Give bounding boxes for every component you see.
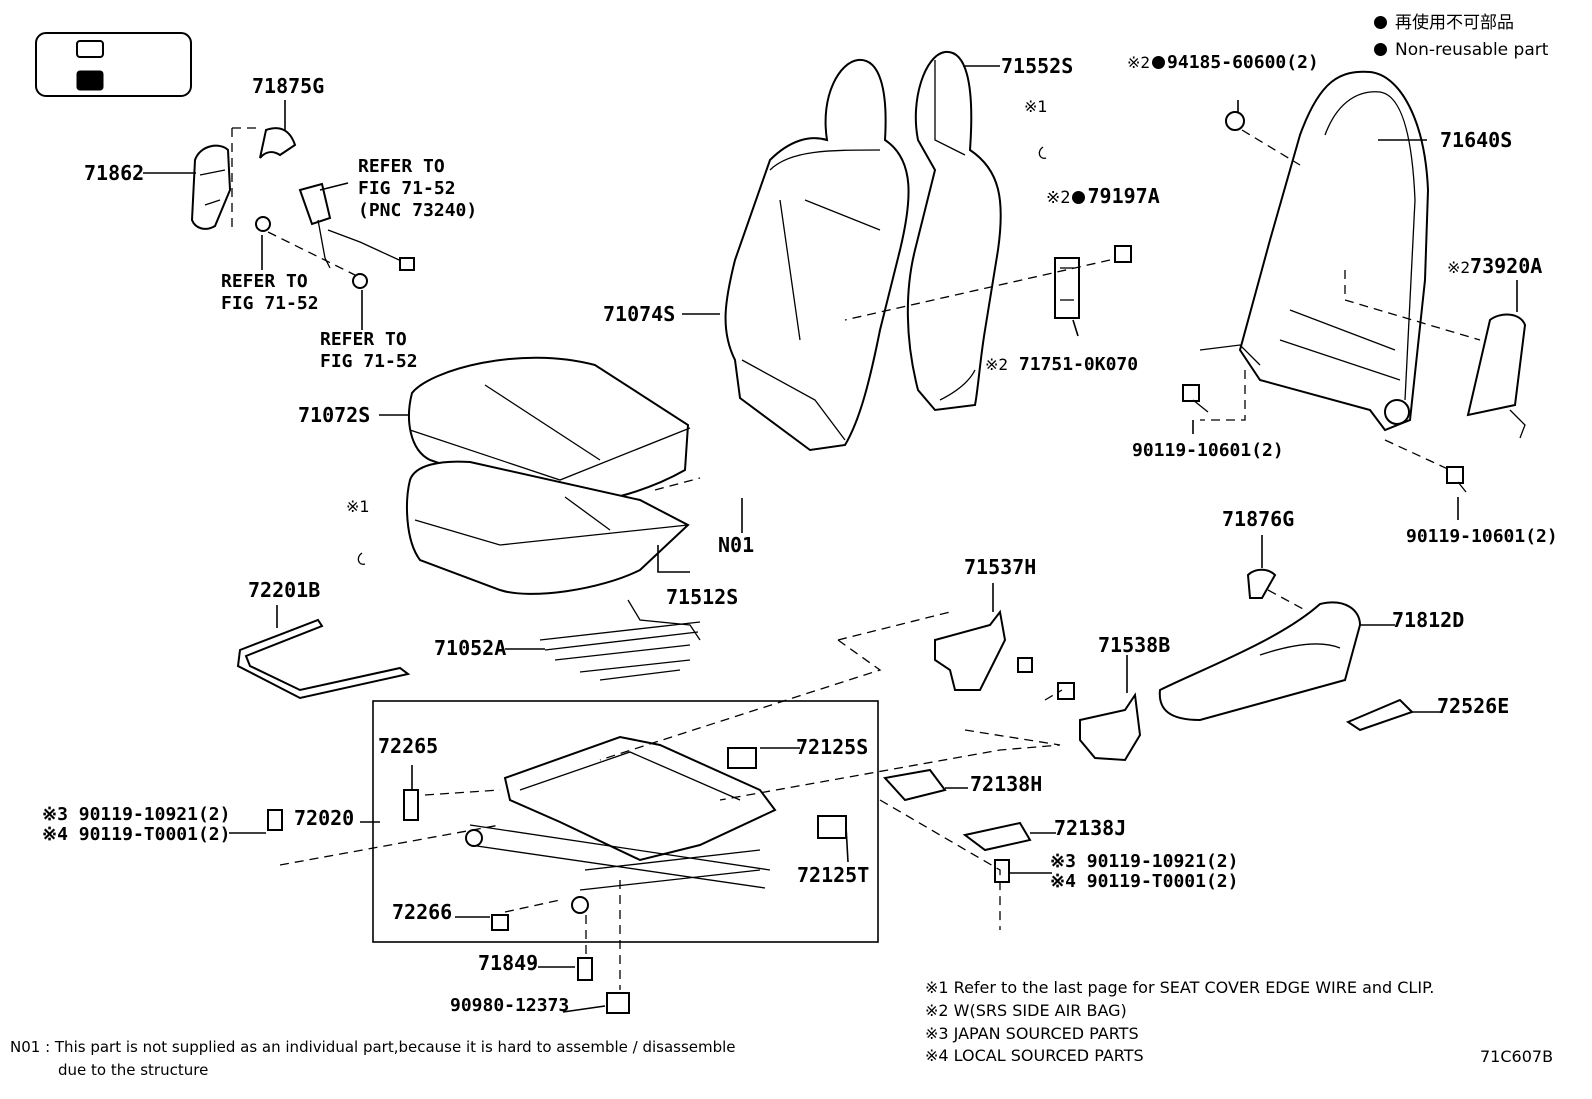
connector-icon — [817, 815, 847, 839]
part-label-72125T[interactable]: 72125T — [797, 863, 870, 887]
cover-clip-icon — [1246, 568, 1277, 599]
part-label-71876G[interactable]: 71876G — [1222, 507, 1295, 531]
refer-label: REFER TO — [221, 271, 308, 292]
part-label-72201B[interactable]: 72201B — [248, 578, 321, 602]
bolt-icon — [1182, 384, 1209, 413]
bracket-icon — [934, 609, 1033, 691]
bolt-icon — [577, 957, 593, 981]
cushion-pad-icon — [406, 460, 690, 595]
non-reusable-dot-icon — [1374, 16, 1387, 29]
refer-label: REFER TO — [320, 329, 407, 350]
seat-back-frame-icon — [1199, 70, 1430, 432]
non-reusable-dot-icon — [1152, 56, 1166, 69]
side-airbag-icon — [1466, 313, 1527, 439]
refer-label: REFER TO — [358, 156, 445, 177]
part-label-90980-12373[interactable]: 90980-12373 — [450, 995, 570, 1016]
part-label-71862[interactable]: 71862 — [84, 161, 145, 185]
seat-back-cover-icon — [724, 58, 910, 452]
seat-track-icon — [465, 735, 777, 914]
part-label-72138H[interactable]: 72138H — [970, 772, 1043, 796]
seatbelt-buckle-icon — [255, 182, 415, 289]
refer-label[interactable]: FIG 71-52 — [320, 351, 418, 372]
part-label-71052A[interactable]: 71052A — [434, 636, 507, 660]
note-1: ※1 Refer to the last page for SEAT COVER… — [925, 978, 1435, 997]
part-label-90119-T0001[interactable]: ※4 90119-T0001(2) — [42, 824, 231, 845]
non-reusable-dot-icon — [1072, 191, 1086, 204]
part-label-71812D[interactable]: 71812D — [1392, 608, 1465, 632]
edge-wire-icon — [236, 618, 411, 700]
figure-code: 71C607B — [1480, 1047, 1554, 1066]
footnote-line-2: due to the structure — [58, 1061, 209, 1079]
shield-cap-icon — [1345, 698, 1414, 732]
part-label-71074S[interactable]: 71074S — [603, 302, 676, 326]
airbag-nut-icon — [1114, 245, 1132, 263]
legend-en: Non-reusable part — [1374, 39, 1548, 61]
non-reusable-dot-icon — [1374, 43, 1387, 56]
nut-icon — [1225, 111, 1245, 131]
pan-clip-icon — [962, 821, 1032, 852]
bracket-icon — [1057, 682, 1142, 762]
bolt-icon — [1446, 466, 1467, 493]
note-3: ※3 JAPAN SOURCED PARTS — [925, 1024, 1139, 1043]
assembly-guide-lines — [231, 127, 1481, 990]
part-label-71640S[interactable]: 71640S — [1440, 128, 1513, 152]
cap-icon — [606, 992, 630, 1014]
refer-label: (PNC 73240) — [358, 200, 478, 221]
note-2: ※2 W(SRS SIDE AIR BAG) — [925, 1001, 1127, 1020]
vehicle-side-icon — [35, 32, 192, 97]
seat-cover-shield-icon — [190, 127, 297, 230]
part-label-71552S[interactable]: 71552S — [1001, 54, 1074, 78]
note-ref-1: ※1 — [346, 497, 370, 516]
part-label-N01[interactable]: N01 — [718, 533, 755, 557]
part-label-71537H[interactable]: 71537H — [964, 555, 1037, 579]
bolt-icon — [267, 809, 283, 831]
note-4: ※4 LOCAL SOURCED PARTS — [925, 1046, 1144, 1065]
part-label-72020[interactable]: 72020 — [294, 806, 355, 830]
footnote-line-1: N01 : This part is not supplied as an in… — [10, 1038, 736, 1056]
note-ref-1: ※1 — [1024, 97, 1048, 116]
part-label-73920A[interactable]: ※273920A — [1447, 254, 1543, 278]
part-label-90119-10601[interactable]: 90119-10601(2) — [1132, 440, 1284, 461]
clip-icon — [357, 552, 366, 565]
pan-clip-icon — [883, 768, 947, 802]
cushion-spring-icon — [539, 599, 701, 681]
part-label-90119-10601[interactable]: 90119-10601(2) — [1406, 526, 1558, 547]
part-label-72138J[interactable]: 72138J — [1054, 816, 1127, 840]
part-label-71849[interactable]: 71849 — [478, 951, 539, 975]
part-label-71072S[interactable]: 71072S — [298, 403, 371, 427]
part-label-90119-T0001[interactable]: ※4 90119-T0001(2) — [1050, 871, 1239, 892]
part-label-72125S[interactable]: 72125S — [796, 735, 869, 759]
track-cover-icon — [491, 914, 509, 931]
part-label-72265[interactable]: 72265 — [378, 734, 439, 758]
legend-ja: 再使用不可部品 — [1374, 12, 1514, 34]
refer-label[interactable]: FIG 71-52 — [358, 178, 456, 199]
part-label-72266[interactable]: 72266 — [392, 900, 453, 924]
track-cover-icon — [403, 789, 419, 821]
clip-icon — [1038, 146, 1047, 159]
part-label-90119-10921[interactable]: ※3 90119-10921(2) — [1050, 851, 1239, 872]
bolt-icon — [994, 859, 1010, 883]
airbag-bracket-icon — [1054, 257, 1080, 319]
part-label-71751-0K070[interactable]: ※2 71751-0K070 — [985, 354, 1139, 375]
refer-label[interactable]: FIG 71-52 — [221, 293, 319, 314]
part-label-71875G[interactable]: 71875G — [252, 74, 325, 98]
cushion-shield-icon — [1158, 601, 1362, 722]
part-label-72526E[interactable]: 72526E — [1437, 694, 1510, 718]
part-label-71512S[interactable]: 71512S — [666, 585, 739, 609]
seat-back-pad-icon — [906, 50, 1002, 412]
connector-icon — [727, 747, 757, 769]
part-label-71538B[interactable]: 71538B — [1098, 633, 1171, 657]
part-label-90119-10921[interactable]: ※3 90119-10921(2) — [42, 804, 231, 825]
leader-lines — [143, 65, 1518, 1013]
